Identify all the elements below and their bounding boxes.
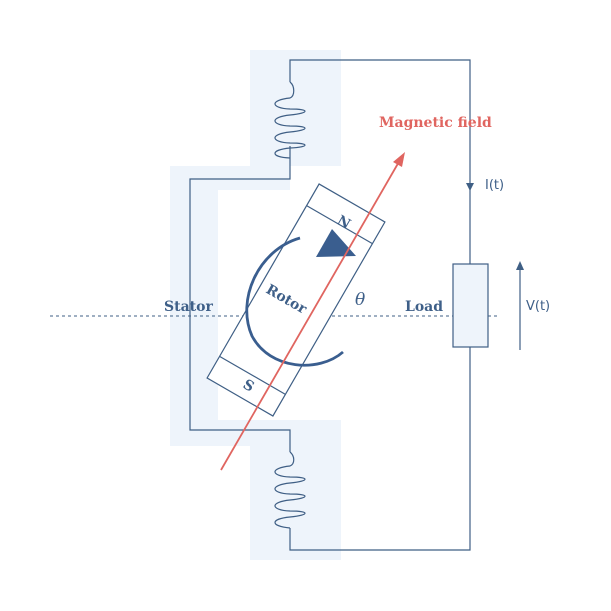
load-resistor bbox=[452, 263, 489, 348]
voltage-label: V(t) bbox=[526, 299, 550, 314]
stator-core bbox=[170, 50, 341, 560]
rotation-arrow-icon bbox=[245, 229, 356, 367]
load-label: Load bbox=[405, 299, 443, 315]
magnetic-field-arrow-icon bbox=[220, 152, 405, 471]
current-arrow-icon bbox=[466, 183, 474, 191]
circuit-wiring bbox=[189, 59, 471, 551]
angle-theta-label: θ bbox=[355, 290, 365, 310]
stator-label: Stator bbox=[164, 299, 213, 315]
bottom-coil bbox=[274, 451, 306, 529]
top-coil bbox=[274, 81, 306, 159]
magnetic-field-label: Magnetic field bbox=[379, 115, 492, 131]
current-label: I(t) bbox=[485, 178, 504, 193]
voltage-arrow-icon bbox=[516, 261, 524, 350]
